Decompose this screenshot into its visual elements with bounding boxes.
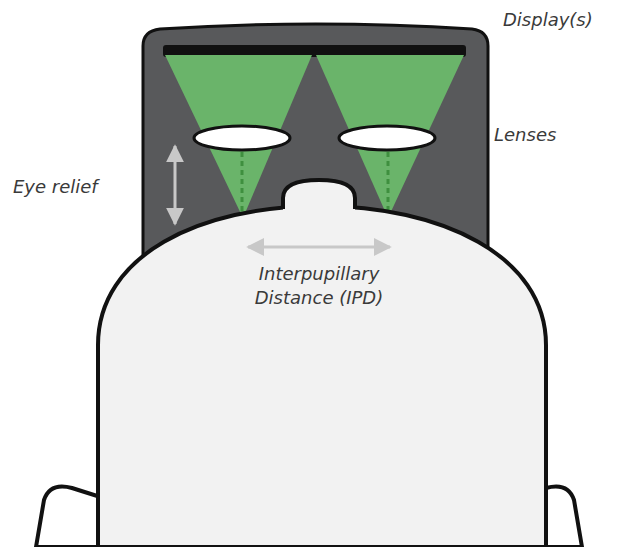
lens	[194, 126, 290, 150]
optical-axis	[387, 152, 390, 214]
nose	[283, 180, 355, 220]
display-label: Display(s)	[503, 8, 593, 32]
head-outline	[98, 206, 546, 547]
ipd-label: Interpupillary Distance (IPD)	[224, 262, 414, 311]
lens-label: Lenses	[494, 123, 556, 147]
nose-outline	[283, 180, 355, 209]
optical-axis	[241, 152, 244, 214]
lens	[339, 126, 435, 150]
eye-relief-arrow	[174, 146, 177, 224]
ipd-arrow	[248, 246, 390, 249]
eye-relief-label: Eye relief	[13, 175, 98, 199]
